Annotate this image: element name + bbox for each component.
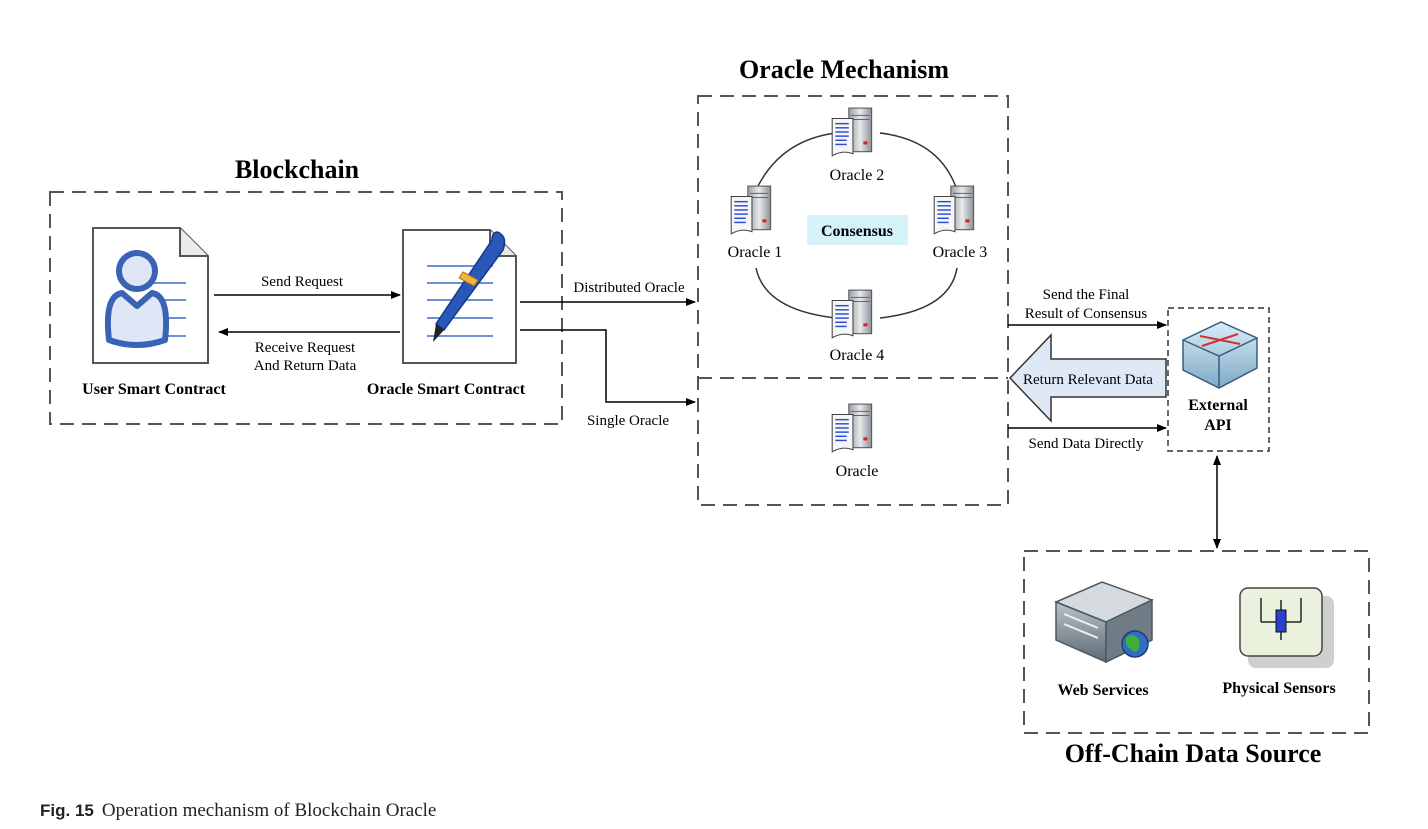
oracle-contract-label: Oracle Smart Contract (367, 381, 526, 398)
oracle-1-icon (730, 185, 772, 235)
caption-text: Operation mechanism of Blockchain Oracle (101, 800, 437, 821)
oracle-3-label: Oracle 3 (933, 244, 988, 261)
caption-label: Fig. 15 (40, 801, 94, 820)
send-final-label-1: Send the Final (1043, 287, 1130, 303)
receive-request-label-2: And Return Data (254, 358, 357, 374)
distributed-oracle-label: Distributed Oracle (573, 280, 685, 296)
send-directly-label: Send Data Directly (1029, 436, 1144, 452)
consensus-label: Consensus (821, 223, 893, 240)
blockchain-title: Blockchain (235, 155, 360, 184)
receive-request-label-1: Receive Request (255, 340, 356, 356)
oracle-mechanism-box (697, 95, 1009, 506)
oracle-4-icon (831, 289, 873, 339)
return-data-label: Return Relevant Data (1023, 372, 1153, 388)
user-contract-icon (92, 227, 209, 364)
oracle-contract-icon (402, 229, 517, 364)
consensus-badge (807, 215, 908, 245)
oracle-mechanism-title: Oracle Mechanism (739, 55, 949, 84)
send-request-label: Send Request (261, 274, 344, 290)
user-contract-label: User Smart Contract (82, 381, 226, 398)
consensus-ring (755, 132, 958, 319)
single-oracle-node-label: Oracle (836, 463, 879, 480)
physical-sensors-icon (1239, 587, 1334, 668)
oracle-4-label: Oracle 4 (830, 347, 885, 364)
blockchain-box (49, 191, 563, 425)
oracle-2-label: Oracle 2 (830, 167, 885, 184)
web-services-label: Web Services (1057, 682, 1148, 699)
figure-caption: Fig. 15 Operation mechanism of Blockchain… (40, 800, 436, 822)
return-data-arrow (1008, 333, 1167, 423)
single-oracle-icon (831, 403, 873, 453)
external-api-label-2: API (1204, 417, 1232, 434)
oracle-2-icon (831, 107, 873, 157)
external-api-label-1: External (1188, 397, 1248, 414)
external-api-icon (1182, 321, 1258, 389)
single-oracle-arrow (520, 329, 696, 406)
web-services-icon (1054, 581, 1154, 664)
off-chain-title: Off-Chain Data Source (1065, 739, 1322, 768)
oracle-3-icon (933, 185, 975, 235)
send-final-label-2: Result of Consensus (1025, 306, 1148, 322)
oracle-1-label: Oracle 1 (728, 244, 783, 261)
single-oracle-label: Single Oracle (587, 413, 669, 429)
physical-sensors-label: Physical Sensors (1222, 680, 1335, 697)
